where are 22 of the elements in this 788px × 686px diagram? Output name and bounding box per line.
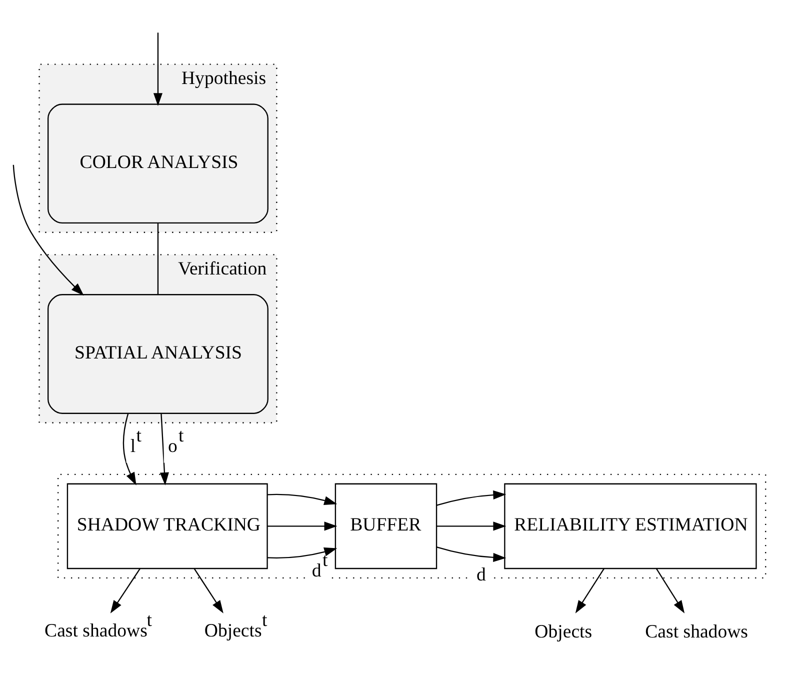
- edge-label: d: [476, 564, 486, 586]
- arrow: [110, 568, 140, 614]
- arrow: [436, 546, 506, 562]
- arrow: [267, 494, 338, 505]
- arrow: [153, 32, 162, 106]
- arrow: [194, 568, 224, 614]
- arrow: [436, 522, 506, 531]
- arrow: [122, 414, 136, 486]
- node-text: Objects: [534, 622, 592, 643]
- node-text: Cast shadows: [645, 622, 748, 643]
- node-box: SPATIAL ANALYSIS: [47, 294, 268, 414]
- connector: [157, 223, 159, 294]
- arrow: [160, 414, 169, 486]
- node-box: RELIABILITY ESTIMATION: [504, 483, 757, 570]
- node-box: COLOR ANALYSIS: [47, 104, 268, 224]
- arrow: [575, 568, 604, 614]
- arrow: [267, 522, 338, 531]
- node-box: BUFFER: [334, 483, 438, 570]
- arrow: [267, 547, 338, 558]
- node-box: SHADOW TRACKING: [66, 483, 268, 570]
- arrow: [436, 490, 506, 506]
- arrow: [12, 164, 84, 296]
